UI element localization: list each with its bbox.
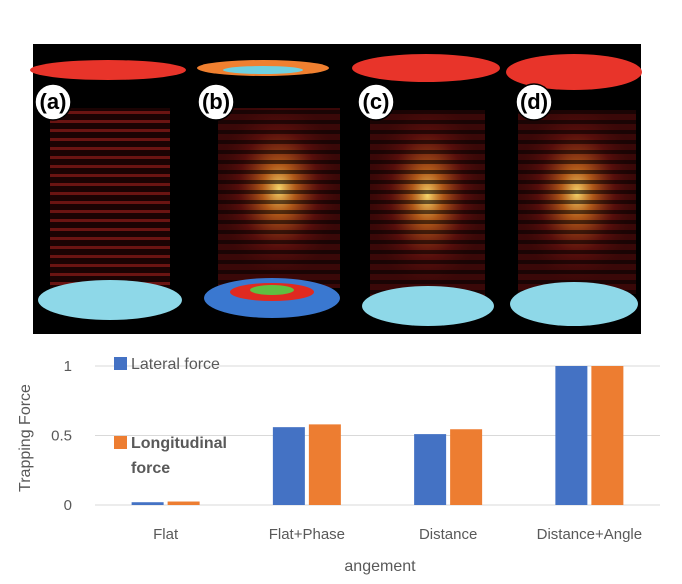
panel-d: (d) [506, 54, 642, 326]
panel-a-bottom-array [38, 280, 182, 320]
panel-a: (a) [30, 60, 186, 320]
legend-label-longitudinal: Longitudinal [131, 435, 227, 452]
x-tick-label: Flat [153, 526, 179, 543]
bar-lateral [414, 434, 447, 505]
panel-c-bottom-array [362, 286, 494, 326]
panel-a-label: (a) [40, 89, 67, 114]
bar-longitudinal [591, 366, 624, 505]
y-tick-label: 1 [64, 358, 72, 375]
panel-c-label-circle [357, 83, 395, 121]
panel-d-field-fringes [518, 110, 636, 294]
panel-b-bottom-array-center [250, 285, 294, 295]
x-axis-title: angement [344, 558, 416, 575]
x-tick-label: Distance [419, 526, 477, 543]
panel-c: (c) [352, 54, 500, 326]
panel-d-top-array [506, 54, 642, 90]
bar-lateral [555, 366, 588, 505]
panel-b: (b) [197, 60, 340, 318]
legend-swatch-longitudinal [114, 436, 127, 449]
x-tick-labels: Flat Flat+Phase Distance Distance+Angle [153, 526, 642, 543]
bar-longitudinal [450, 429, 483, 505]
panel-c-label: (c) [363, 89, 390, 114]
panel-a-top-array [30, 60, 186, 80]
bar-lateral [272, 427, 305, 505]
bar-lateral [131, 502, 164, 505]
panel-b-top-array-inner [223, 66, 303, 74]
x-tick-label: Flat+Phase [269, 526, 345, 543]
panel-d-bottom-array [510, 282, 638, 326]
legend: Lateral force Longitudinal force [114, 356, 227, 477]
panel-a-label-circle [34, 83, 72, 121]
legend-label-lateral: Lateral force [131, 356, 220, 373]
panel-a-field [50, 108, 170, 290]
panel-c-top-array [352, 54, 500, 82]
bar-longitudinal [308, 424, 341, 505]
bar-longitudinal [167, 501, 200, 505]
y-tick-labels: 00.51 [51, 358, 72, 514]
panel-b-field-fringes [218, 108, 340, 288]
bars [131, 366, 624, 505]
legend-swatch-lateral [114, 357, 127, 370]
y-axis-title: Trapping Force [17, 384, 34, 492]
y-tick-label: 0.5 [51, 428, 72, 445]
panel-d-label-circle [515, 83, 553, 121]
legend-label-longitudinal-line2: force [131, 460, 170, 477]
panel-b-label-circle [197, 83, 235, 121]
panel-b-label: (b) [202, 89, 230, 114]
panel-c-field-fringes [370, 110, 485, 300]
panel-d-label: (d) [520, 89, 548, 114]
y-tick-label: 0 [64, 497, 72, 514]
x-tick-label: Distance+Angle [537, 526, 642, 543]
